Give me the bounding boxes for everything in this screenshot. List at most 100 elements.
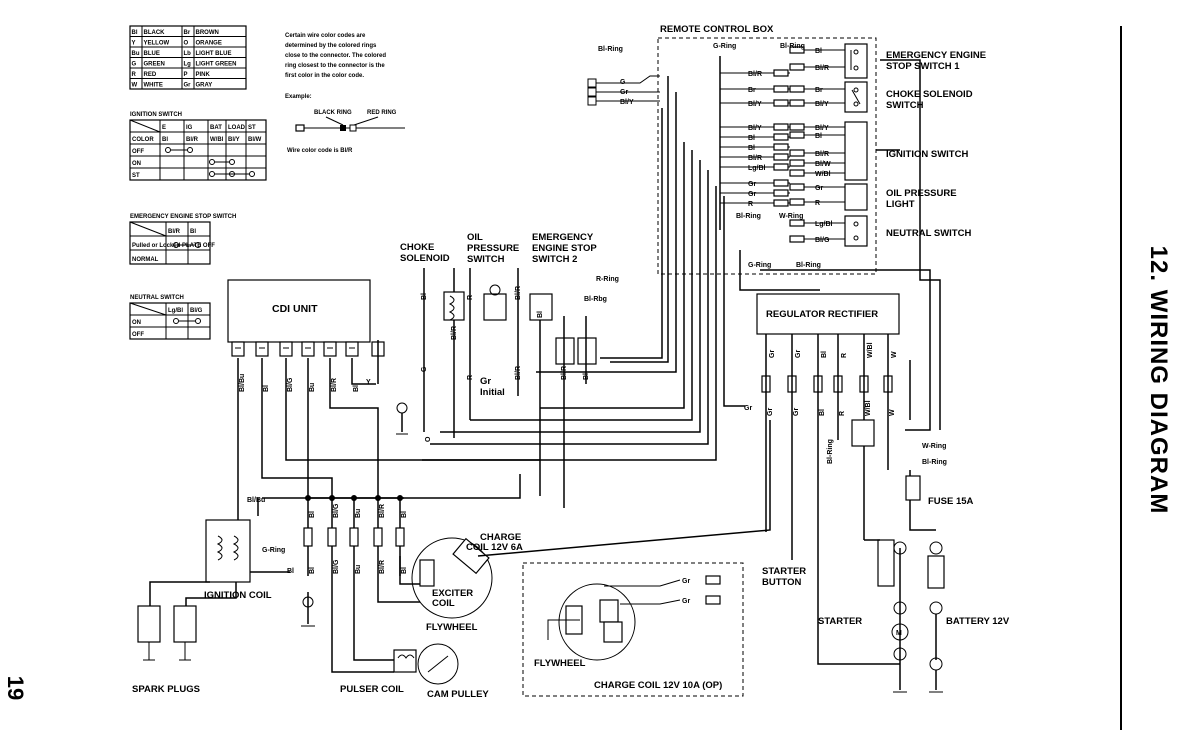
reg-wire-lower: Gr [767,408,774,416]
table-cell: E [162,125,166,131]
flywheel-1 [377,537,493,619]
main-harness [422,56,941,461]
r-ring-label: R-Ring [596,276,619,283]
table-cell: Bl [190,229,196,235]
spark-plug-2 [173,605,197,661]
example: Example: BLACK RING RED RING Wire color … [285,94,405,154]
emergency-stop-2-l1: EMERGENCY [532,232,594,243]
emergency-stop-2-l2: ENGINE STOP [532,243,597,254]
color-code-cell: BROWN [196,30,219,36]
ignition-switch-label: IGNITION SWITCH [886,149,968,160]
color-note-line: ring closest to the connector is the [285,63,385,69]
red-ring-icon [349,124,357,132]
cdi-wire-label: Bl [353,385,360,392]
remote-right-wire: Bl/R [815,65,829,72]
cam-pulley [417,643,459,685]
spark-plug-1 [137,605,161,661]
gr-initial-l2: Initial [480,387,505,398]
ignition-switch-block [844,121,868,181]
mid-wire-lower: Bl/R [379,560,386,574]
color-code-cell: W [132,83,138,89]
choke-solenoid-switch-l2: SWITCH [886,100,924,111]
misc-wire-label: R [467,375,474,380]
bl-ring-vertical: Bl-Ring [827,439,834,464]
color-note-line: determined by the colored rings [285,43,377,49]
misc-wire-label: Bl [421,293,428,300]
example-red-ring: RED RING [367,110,397,116]
neutral-switch [844,215,868,247]
mid-wire-label: Bl/R [379,504,386,518]
mid-wire-label: Bl [401,511,408,518]
remote-right-wire: Bl/R [815,151,829,158]
reg-wire-label: R [841,353,848,358]
mid-wire-lower: Bl [309,567,316,574]
table-cell: ON [132,320,141,326]
exciter-coil-l2: COIL [432,598,455,609]
cdi-wire-label: Bl/Bu [239,374,246,392]
misc-wire-label: R [467,295,474,300]
mid-wire-label: Bl [309,511,316,518]
table-cell: ST [248,125,256,131]
color-code-cell: RED [144,72,157,78]
bl-ring-left: Bl-Ring [598,46,623,53]
remote-wire-bly: Bl/Y [620,99,634,106]
ground-icon [396,402,408,435]
remote-left-wire: Lg/Bl [748,165,766,172]
reg-wire-label: W [891,351,898,358]
bl-ring-bottom: Bl-Ring [796,262,821,269]
remote-right-wire: Br [815,87,823,94]
starter-circuit: M [765,360,945,693]
g-ring-bottom: G-Ring [748,262,771,269]
reg-wire-lower: Gr [793,408,800,416]
color-code-cell: YELLOW [144,41,170,47]
charge-coil-10a-label: CHARGE COIL 12V 10A (OP) [594,680,722,691]
color-code-cell: GREEN [144,62,165,68]
color-code-cell: WHITE [144,83,163,89]
reg-wire-lower: W [889,409,896,416]
remote-right-wire: W/Bl [815,171,831,178]
ground-icon [301,592,315,627]
color-note-line: first color in the color code. [285,73,364,79]
gr-left-reg: Gr [744,405,752,412]
remote-left-wire: Bl/R [748,155,762,162]
color-code-cell: Lg [184,62,192,68]
remote-outgoing-wires: G Gr Bl/Y [587,75,660,106]
gr-initial-l1: Gr [480,376,491,387]
color-code-cell: ORANGE [196,41,222,47]
exciter-coil-l1: EXCITER [432,588,473,599]
table-cell: ST [132,173,140,179]
emergency-stop-2-symbol [529,293,597,508]
emergency-stop-switch-1 [844,43,868,79]
bl-ring-top: Bl-Ring [780,43,805,50]
reg-wire-label: Bl [821,351,828,358]
table-title: NEUTRAL SWITCH [130,295,184,301]
g-ring-top: G-Ring [713,43,736,50]
flywheel-label-2: FLYWHEEL [534,658,586,669]
color-code-cell: P [184,72,188,78]
misc-wire-label: G [421,366,428,372]
ignition-coil [149,519,290,610]
remote-right-wire: Bl [815,133,822,140]
misc-wire-label: Bl/R [515,366,522,380]
remote-left-wire: Bl/Y [748,125,762,132]
neutral-switch-label: NEUTRAL SWITCH [886,228,971,239]
color-code-cell: Br [184,30,191,36]
starter-button-l1: STARTER [762,566,806,577]
reg-wire-lower: Bl [819,409,826,416]
table-title: EMERGENCY ENGINE STOP SWITCH [130,214,236,220]
table-cell: NORMAL [132,257,159,263]
starter-label: STARTER [818,616,862,627]
reg-wire-lower: R [839,411,846,416]
remote-right-wire: R [815,200,820,207]
remote-left-wire: Bl/Y [748,101,762,108]
color-code-cell: BLUE [144,51,160,57]
table-cell: Bl/G [190,308,203,314]
remote-right-wires: BlBl/RBrBl/YBl/YBlBl/RBl/WW/BlGrRLg/BlBl… [789,46,845,244]
